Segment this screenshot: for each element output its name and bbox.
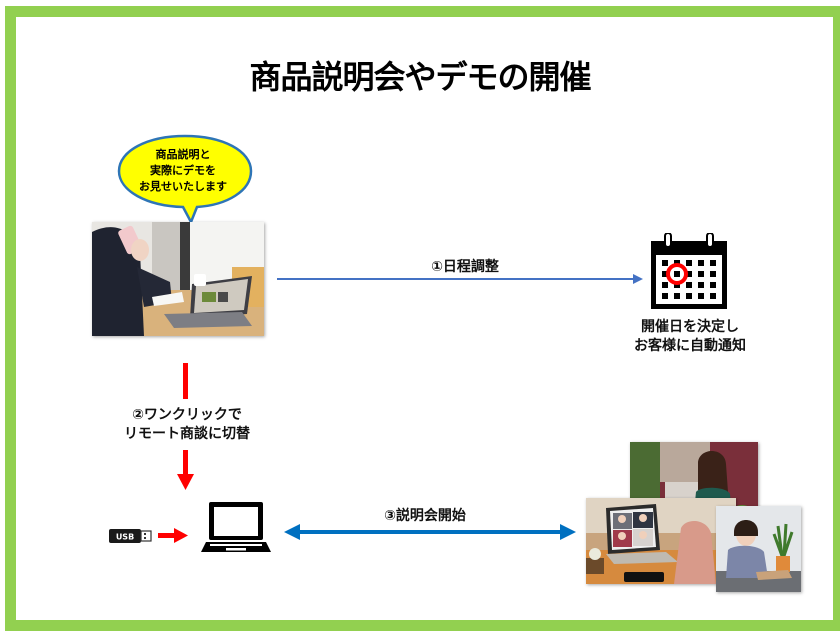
laptop-icon xyxy=(201,502,271,552)
speech-bubble-text: 商品説明と 実際にデモを お見せいたします xyxy=(121,147,245,195)
page-title: 商品説明会やデモの開催 xyxy=(249,58,591,96)
usb-label: USB xyxy=(116,533,134,542)
step2-label: ②ワンクリックで リモート商談に切替 xyxy=(92,406,282,444)
usb-drive-icon: USB xyxy=(109,529,152,543)
operator-photo xyxy=(92,222,264,336)
step3-arrow xyxy=(284,524,576,540)
step2-label-line-1: ②ワンクリックで xyxy=(132,407,242,423)
bubble-line-2: 実際にデモを xyxy=(150,164,216,177)
usb-arrow xyxy=(158,528,188,543)
step2-line-top xyxy=(183,363,188,399)
step1-arrow xyxy=(277,274,643,284)
bubble-line-1: 商品説明と xyxy=(155,148,211,161)
step2-arrow-down xyxy=(177,450,194,490)
bubble-line-3: お見せいたします xyxy=(139,180,227,193)
calendar-caption: 開催日を決定し お客様に自動通知 xyxy=(600,318,780,356)
step3-label: ③説明会開始 xyxy=(384,508,466,524)
step2-label-line-2: リモート商談に切替 xyxy=(124,426,250,442)
step1-label: ①日程調整 xyxy=(431,259,499,275)
calendar-icon xyxy=(651,233,727,309)
customer-photo-video-call xyxy=(586,498,736,584)
calendar-caption-line-1: 開催日を決定し xyxy=(641,319,739,335)
calendar-caption-line-2: お客様に自動通知 xyxy=(634,338,746,354)
customer-photo-office xyxy=(716,506,801,592)
speech-bubble xyxy=(117,134,253,225)
